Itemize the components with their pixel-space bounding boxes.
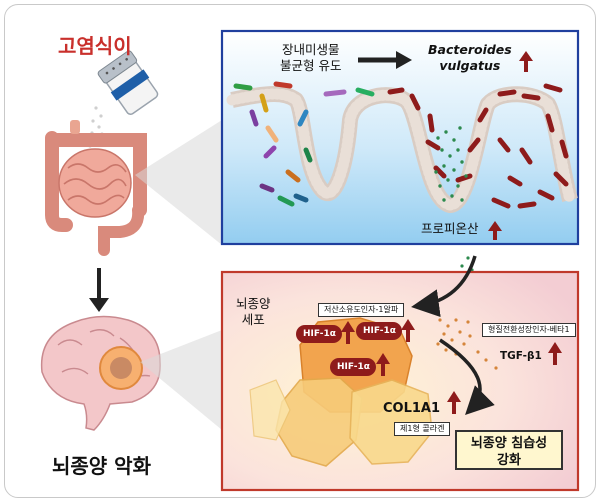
invasion-line-1: 뇌종양 침습성 (470, 436, 548, 451)
bacteroides-up-arrow-icon (519, 51, 533, 72)
dysbiosis-label: 장내미생물 불균형 유도 (280, 42, 341, 74)
invasion-line-2: 강화 (497, 453, 521, 468)
tgf-to-col-arrow (439, 338, 495, 415)
invasion-result-box: 뇌종양 침습성 강화 (455, 430, 563, 470)
tumor-cells (249, 317, 433, 467)
hif-description-box: 저산소유도인자-1알파 (318, 303, 405, 317)
tgf-description-box: 형질전환성장인자-베타1 (482, 323, 576, 337)
dysbiosis-line-1: 장내미생물 (281, 42, 340, 57)
propionate-up-arrow-icon (488, 221, 502, 240)
diverse-bacteria (233, 81, 375, 207)
outcome-title: 뇌종양 악화 (52, 454, 151, 478)
dysbiosis-line-2: 불균형 유도 (280, 58, 342, 73)
zoom-wedge-gut (135, 120, 222, 245)
tgf-label: TGF-β1 (500, 350, 542, 362)
hif-pill-1 (296, 325, 342, 343)
bacteroides-label: Bacteroides vulgatus (428, 42, 512, 74)
intestine-icon (45, 120, 147, 256)
hif-label-2: HIF-1α (363, 326, 396, 336)
tumor-cell-line-2: 세포 (241, 312, 265, 327)
zoom-wedge-brain (140, 330, 222, 430)
tumor-cell-label: 뇌종양 세포 (236, 296, 271, 328)
hif-pill-2 (356, 322, 402, 340)
diet-title: 고염식이 (58, 34, 132, 58)
tumor-cell-line-1: 뇌종양 (236, 296, 271, 311)
bacteroides-bacteria (387, 83, 569, 209)
bacteroides-line-1: Bacteroides (428, 42, 512, 57)
hif-label-3: HIF-1α (337, 362, 370, 372)
propionate-dots (434, 126, 468, 202)
bacteroides-line-2: vulgatus (439, 58, 501, 73)
hif-pill-3 (330, 358, 376, 376)
col-label: COL1A1 (383, 401, 441, 416)
brain-icon (40, 315, 161, 431)
down-arrow-icon (89, 268, 109, 312)
hif-up-arrows (341, 319, 415, 376)
propionate-to-cell-arrow (411, 255, 477, 318)
tgf-up-arrow-icon (548, 342, 562, 365)
col-description-box: 제1형 콜라겐 (394, 422, 451, 436)
hif-label-1: HIF-1α (303, 329, 336, 339)
salt-shaker-icon (97, 50, 159, 115)
dysbiosis-arrow-icon (358, 51, 412, 69)
propionate-label: 프로피온산 (421, 221, 479, 236)
col-up-arrow-icon (447, 391, 461, 414)
